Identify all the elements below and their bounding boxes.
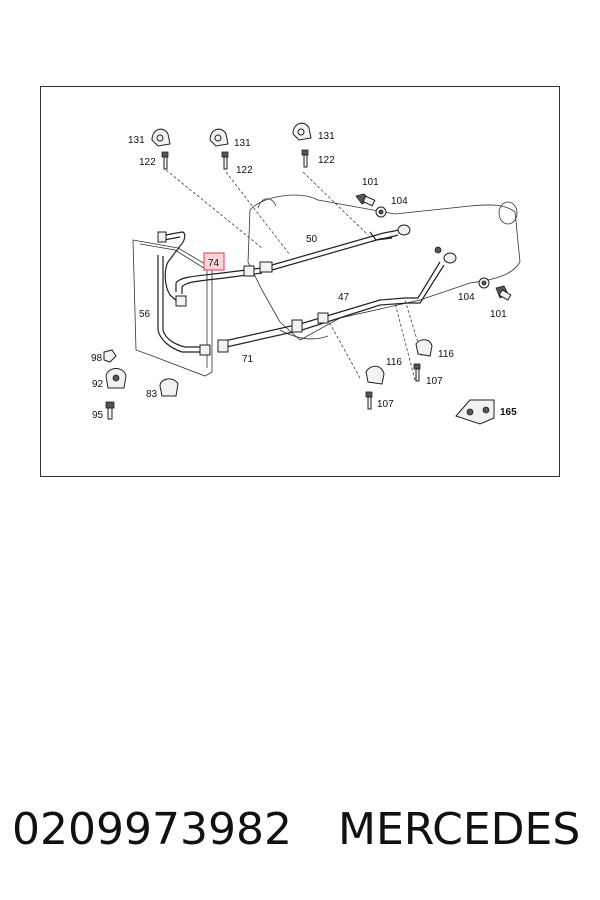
callout-131: 131 [128,135,145,146]
bracket-165 [455,399,495,425]
callout-95: 95 [92,410,104,421]
clamp-group-1 [151,128,171,170]
callout-47: 47 [338,292,350,303]
bolt-101-upper [355,193,387,218]
clamp-group-2 [209,128,229,170]
callout-50: 50 [306,234,318,245]
clip-92 [105,368,127,389]
callout-92: 92 [92,379,104,390]
callout-131: 131 [318,131,335,142]
callout-56: 56 [139,309,151,320]
highlight-box-74 [203,252,225,271]
bolt-101-lower [478,277,512,301]
clamp-116-right [413,339,433,382]
callout-101: 101 [490,309,507,320]
pipe-74-50 [175,224,411,294]
callout-116: 116 [386,357,402,368]
oil-cooler-56 [132,239,213,377]
parts-diagram: 131 122 131 122 131 122 101 104 50 74 56… [91,122,521,425]
callout-107: 107 [377,399,394,410]
leader-lines [165,169,423,381]
brand-name: MERCEDES [338,804,581,855]
callout-165: 165 [500,407,517,418]
callout-122: 122 [318,155,335,166]
pipe-71-47 [217,246,457,353]
transmission-housing [247,194,521,341]
parts-diagram-frame [40,86,560,477]
callout-104: 104 [391,196,408,207]
clamp-group-3 [292,122,312,168]
bolt-95 [105,401,115,420]
callout-122: 122 [139,157,156,168]
cooler-pipes [157,231,211,356]
callout-122: 122 [236,165,253,176]
callout-98: 98 [91,353,103,364]
callout-107: 107 [426,376,443,387]
clamp-116-left [365,365,385,410]
nut-98 [103,349,117,363]
callout-131: 131 [234,138,251,149]
callout-71: 71 [242,354,254,365]
callout-83: 83 [146,389,158,400]
callout-116: 116 [438,349,454,360]
callout-104: 104 [458,292,475,303]
mount-83 [159,378,179,397]
callout-101: 101 [362,177,379,188]
part-number: 0209973982 [12,804,292,855]
callout-74: 74 [208,258,220,269]
